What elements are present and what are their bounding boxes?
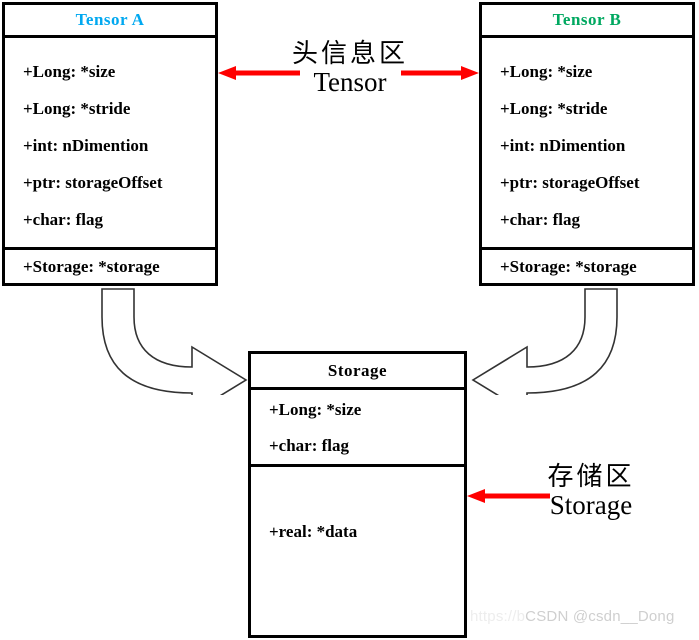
tensor-region-annotation: 头信息区 Tensor	[264, 40, 436, 97]
storage-region-label-en: Storage	[549, 490, 633, 521]
storage-attributes: +Long: *size +char: flag	[251, 390, 464, 467]
watermark-brand: CSDN	[525, 608, 569, 625]
tensor-a-attr-storageoffset: +ptr: storageOffset	[23, 173, 163, 192]
tensor-region-label-cn: 头信息区	[291, 39, 408, 69]
red-arrow-to-tensor-b	[401, 66, 479, 80]
tensor-a-footer: +Storage: *storage	[5, 250, 215, 283]
red-arrow-to-tensor-a	[218, 66, 300, 80]
tensor-region-label-en: Tensor	[313, 67, 387, 98]
watermark-handle: @csdn__Dong	[572, 608, 675, 625]
storage-attr-data: +real: *data	[269, 522, 358, 541]
block-arrow-tensor-a-to-storage	[101, 288, 248, 395]
tensor-b-attr-stride: +Long: *stride	[500, 99, 608, 118]
tensor-b-attr-storageoffset: +ptr: storageOffset	[500, 173, 640, 192]
watermark: https://bCSDN @csdn__Dong	[470, 608, 696, 632]
tensor-b-title: Tensor B	[482, 5, 692, 38]
tensor-b-attr-flag: +char: flag	[500, 210, 581, 229]
tensor-b-attr-size: +Long: *size	[500, 62, 593, 81]
tensor-a-attr-size: +Long: *size	[23, 62, 116, 81]
watermark-url: https://b	[470, 608, 526, 625]
tensor-a-attributes: +Long: *size +Long: *stride +int: nDimen…	[5, 38, 215, 250]
storage-region-label-cn: 存储区	[547, 462, 635, 492]
tensor-a-attr-stride: +Long: *stride	[23, 99, 131, 118]
tensor-b-attr-storage: +Storage: *storage	[500, 257, 637, 276]
storage-data-section: +real: *data	[251, 467, 464, 632]
storage-class-box: Storage +Long: *size +char: flag +real: …	[248, 351, 467, 638]
block-arrow-tensor-b-to-storage	[471, 288, 618, 395]
tensor-a-attr-flag: +char: flag	[23, 210, 104, 229]
tensor-a-attr-ndimention: +int: nDimention	[23, 136, 149, 155]
tensor-b-attr-ndimention: +int: nDimention	[500, 136, 626, 155]
tensor-b-footer: +Storage: *storage	[482, 250, 692, 283]
tensor-a-attr-storage: +Storage: *storage	[23, 257, 160, 276]
storage-title: Storage	[251, 354, 464, 390]
red-arrow-to-storage	[467, 489, 550, 503]
storage-region-annotation: 存储区 Storage	[505, 463, 677, 520]
storage-attr-size: +Long: *size	[269, 399, 362, 419]
tensor-a-class-box: Tensor A +Long: *size +Long: *stride +in…	[2, 2, 218, 286]
tensor-a-title: Tensor A	[5, 5, 215, 38]
storage-attr-flag: +char: flag	[269, 435, 350, 455]
tensor-b-class-box: Tensor B +Long: *size +Long: *stride +in…	[479, 2, 695, 286]
tensor-b-attributes: +Long: *size +Long: *stride +int: nDimen…	[482, 38, 692, 250]
